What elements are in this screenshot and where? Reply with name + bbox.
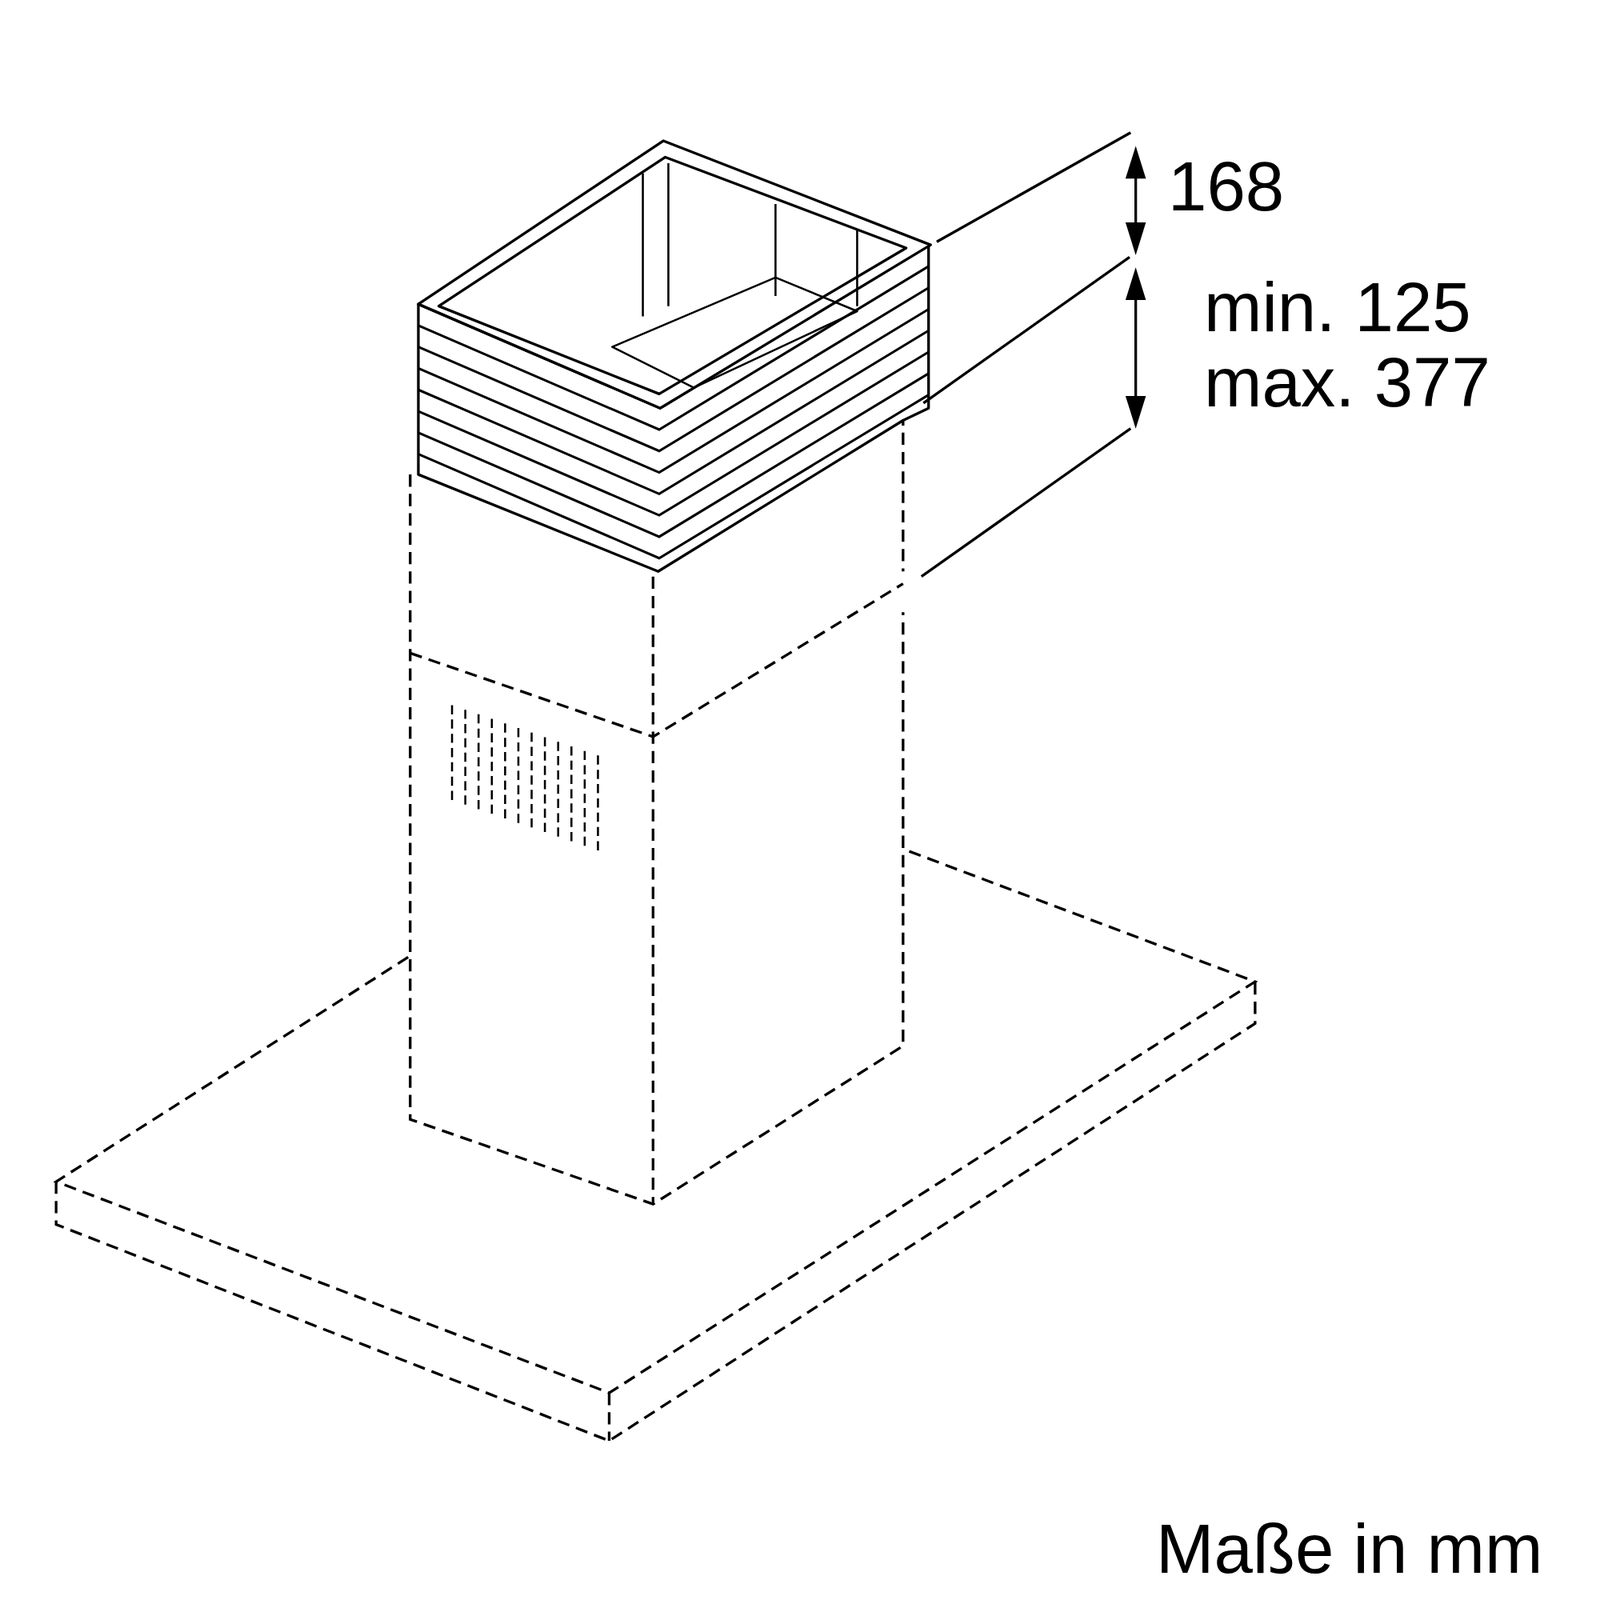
chimney-joint bbox=[410, 584, 904, 737]
grille-slot bbox=[530, 732, 533, 830]
dimension-label: 168 bbox=[1168, 151, 1284, 221]
arrow-head bbox=[1125, 145, 1147, 179]
arrow-head bbox=[1125, 222, 1147, 256]
extension-line bbox=[936, 132, 1131, 242]
basket-inner-rim bbox=[438, 156, 906, 394]
grille-slot bbox=[477, 714, 480, 812]
louvre bbox=[418, 373, 929, 537]
grille-slot bbox=[504, 723, 507, 820]
grille-slot bbox=[517, 728, 520, 825]
arrow-head bbox=[1125, 267, 1147, 300]
grille-slot bbox=[556, 741, 560, 839]
extension-line bbox=[921, 428, 1131, 577]
grille-slot bbox=[584, 751, 587, 848]
grille-slot bbox=[464, 709, 467, 807]
louvre bbox=[418, 266, 929, 430]
grille-slot bbox=[451, 704, 454, 802]
grille-slot bbox=[596, 755, 600, 852]
dimension-arrows bbox=[1125, 145, 1147, 428]
chimney-front-edge bbox=[652, 576, 655, 1204]
louvre bbox=[418, 288, 929, 452]
grille-slot bbox=[570, 746, 573, 844]
chimney-edges bbox=[410, 474, 904, 1204]
basket-louvres bbox=[418, 266, 929, 559]
louvre bbox=[418, 352, 929, 516]
grille-slot bbox=[544, 736, 547, 834]
vent-grille bbox=[452, 704, 598, 852]
dimension-lines bbox=[921, 132, 1136, 577]
chimney-right-edge bbox=[901, 413, 904, 572]
extension-basket bbox=[418, 140, 931, 572]
canopy-top bbox=[56, 848, 1256, 1393]
louvre bbox=[418, 395, 929, 559]
basket-frame bbox=[643, 163, 858, 316]
louvre bbox=[418, 330, 929, 494]
extension-line bbox=[923, 256, 1130, 403]
arrow-head bbox=[1125, 396, 1147, 429]
dimension-label: max. 377 bbox=[1204, 347, 1491, 417]
basket-rim bbox=[418, 140, 931, 408]
units-note: Maße in mm bbox=[1156, 1513, 1543, 1584]
canopy-rim bbox=[56, 981, 1256, 1441]
louvre bbox=[418, 308, 929, 472]
grille-slot bbox=[491, 719, 494, 816]
canopy-corner bbox=[608, 1392, 611, 1441]
dimension-line bbox=[1134, 284, 1137, 413]
dimension-label: min. 125 bbox=[1204, 272, 1472, 342]
